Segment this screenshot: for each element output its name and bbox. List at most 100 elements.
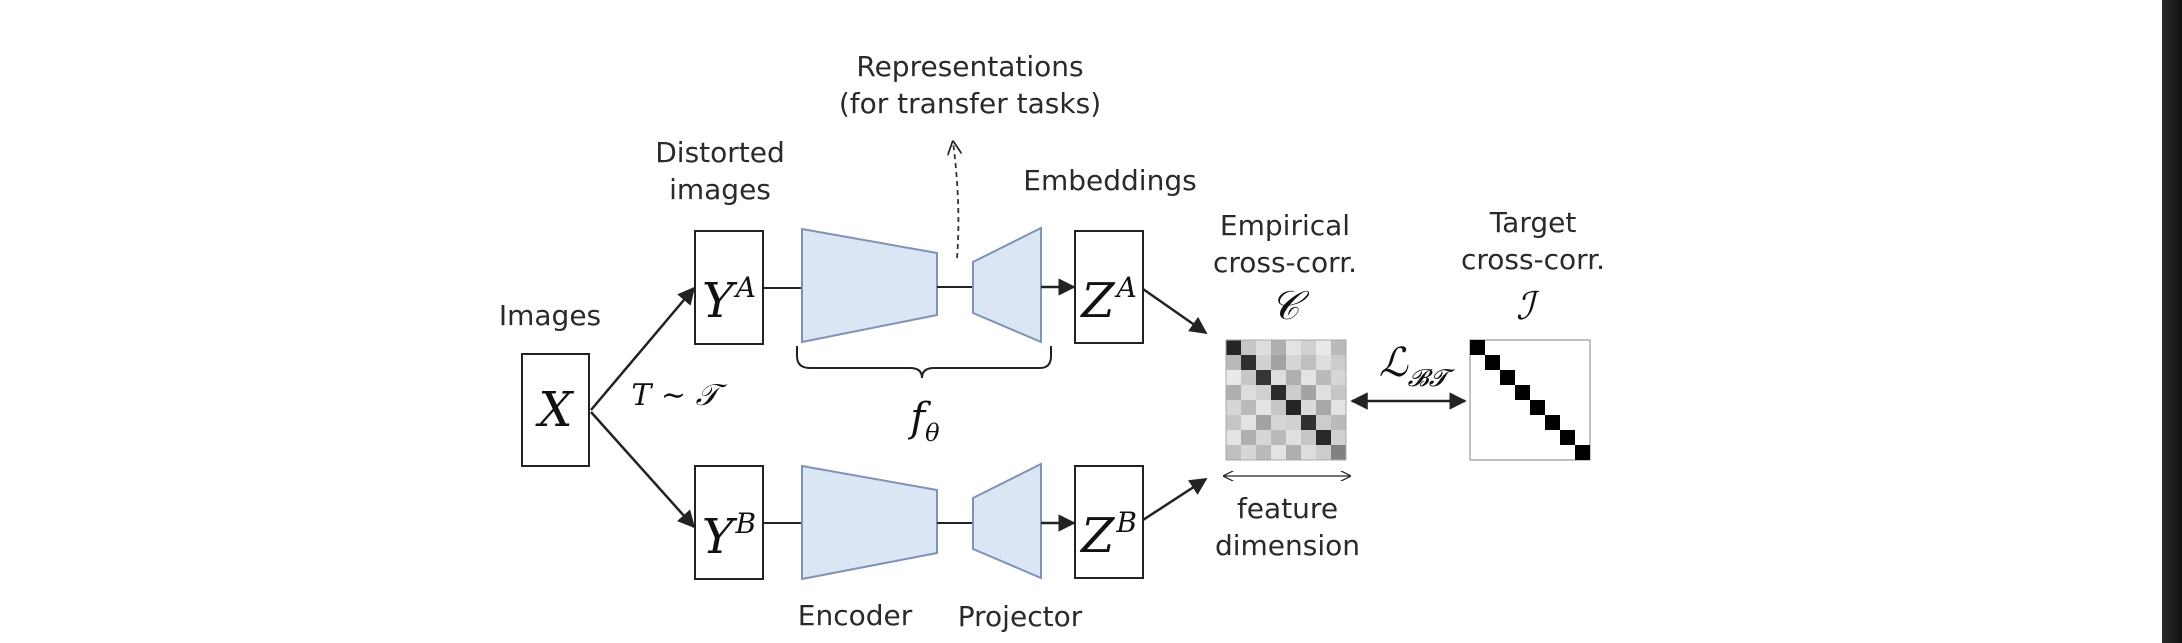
projector-a [972, 226, 1042, 344]
empirical-matrix-cell [1301, 355, 1316, 370]
empirical-matrix-cell [1316, 370, 1331, 385]
target-matrix-diagonal-cell [1500, 370, 1515, 385]
empirical-matrix-cell [1241, 400, 1256, 415]
empirical-matrix-cell [1256, 370, 1271, 385]
empirical-matrix-cell [1286, 400, 1301, 415]
yb-symbol: YB [695, 496, 763, 565]
za-sup: A [1116, 271, 1137, 304]
empirical-line2: cross-corr. [1212, 246, 1358, 279]
empirical-matrix-cell [1301, 340, 1316, 355]
loss-sub: 𝓑𝓣 [1407, 364, 1448, 392]
empirical-matrix-border [1225, 339, 1347, 461]
empirical-line1: Empirical [1219, 209, 1351, 242]
f-theta-brace [796, 346, 1052, 379]
f-theta-symbol: fθ [880, 394, 970, 457]
distorted-image-b-box [694, 465, 764, 580]
empirical-matrix-cell [1301, 385, 1316, 400]
empirical-matrix-cell [1316, 340, 1331, 355]
empirical-matrix-cell [1226, 415, 1241, 430]
empirical-matrix-cell [1226, 385, 1241, 400]
f-base: f [910, 395, 926, 441]
empirical-matrix-cell [1286, 355, 1301, 370]
f-sub: θ [925, 419, 940, 447]
empirical-matrix-cell [1286, 370, 1301, 385]
empirical-matrix-cell [1226, 355, 1241, 370]
encoder-b [801, 464, 938, 581]
projector-label: Projector [957, 600, 1083, 633]
distorted-line2: images [669, 173, 771, 206]
images-label: Images [498, 299, 602, 332]
empirical-matrix-cell [1316, 400, 1331, 415]
representations-dashed-arrow [953, 142, 958, 259]
distorted-line1: Distorted [655, 136, 785, 169]
target-label: Target cross-corr. [1448, 204, 1618, 278]
arrow-za-to-corr [1142, 287, 1208, 335]
empirical-matrix-cell [1256, 355, 1271, 370]
ya-symbol: YA [695, 260, 763, 329]
ya-sup: A [735, 271, 756, 304]
empirical-matrix-cell [1286, 385, 1301, 400]
empirical-matrix-cell [1241, 340, 1256, 355]
empirical-matrix-cell [1271, 415, 1286, 430]
embedding-b-box [1074, 465, 1144, 579]
representations-line2: (for transfer tasks) [838, 87, 1102, 120]
target-line2: cross-corr. [1460, 243, 1606, 276]
i-symbol: ℐ [1516, 284, 1534, 328]
empirical-matrix-cell [1331, 340, 1346, 355]
empirical-matrix-cell [1331, 370, 1346, 385]
yb-sup: B [735, 507, 757, 540]
target-matrix-diagonal-cell [1485, 355, 1500, 370]
empirical-matrix-cell [1286, 430, 1301, 445]
projector-b [972, 462, 1042, 580]
embeddings-label: Embeddings [1023, 164, 1197, 197]
arrow-zb-to-corr [1142, 477, 1208, 522]
empirical-matrix-cell [1316, 355, 1331, 370]
empirical-matrix-cell [1226, 445, 1241, 460]
empirical-matrix-cell [1271, 400, 1286, 415]
zb-base: Z [1081, 508, 1115, 564]
empirical-matrix-cell [1301, 370, 1316, 385]
empirical-matrix-cell [1256, 400, 1271, 415]
empirical-matrix-cell [1256, 340, 1271, 355]
empirical-matrix-cell [1331, 430, 1346, 445]
empirical-matrix-cell [1301, 430, 1316, 445]
feature-line1: feature [1236, 492, 1339, 525]
encoder-label: Encoder [797, 599, 913, 632]
empirical-matrix-cell [1226, 370, 1241, 385]
empirical-matrix-cell [1286, 415, 1301, 430]
distorted-images-label: Distorted images [640, 134, 800, 208]
empirical-matrix-cell [1301, 445, 1316, 460]
empirical-matrix-cell [1271, 370, 1286, 385]
empirical-matrix-cell [1271, 445, 1286, 460]
window-edge [2162, 0, 2182, 643]
empirical-matrix-cell [1256, 385, 1271, 400]
representations-label: Representations (for transfer tasks) [820, 48, 1120, 122]
empirical-matrix-cell [1241, 385, 1256, 400]
empirical-matrix-cell [1226, 400, 1241, 415]
target-matrix-diagonal-cell [1515, 385, 1530, 400]
empirical-matrix-cell [1256, 430, 1271, 445]
empirical-matrix-cell [1241, 370, 1256, 385]
empirical-matrix-cell [1331, 400, 1346, 415]
arrow-x-to-yb [590, 411, 696, 529]
empirical-matrix-cell [1241, 445, 1256, 460]
empirical-matrix-cell [1226, 340, 1241, 355]
arrow-x-to-ya [590, 286, 696, 411]
encoder-a [801, 227, 938, 344]
empirical-matrix-cell [1331, 385, 1346, 400]
embedding-a-box [1074, 230, 1144, 344]
distorted-image-a-box [694, 230, 764, 345]
zb-sup: B [1116, 506, 1137, 539]
feature-line2: dimension [1214, 529, 1361, 562]
target-identity-matrix [1470, 340, 1590, 460]
empirical-matrix-cell [1241, 415, 1256, 430]
empirical-cross-correlation-matrix [1226, 340, 1346, 460]
target-matrix-diagonal-cell [1530, 400, 1545, 415]
empirical-matrix-cell [1331, 415, 1346, 430]
empirical-matrix-cell [1256, 415, 1271, 430]
empirical-matrix-cell [1316, 385, 1331, 400]
target-line1: Target [1489, 206, 1577, 239]
target-matrix-diagonal-cell [1560, 430, 1575, 445]
empirical-matrix-cell [1286, 340, 1301, 355]
representations-line1: Representations [856, 50, 1084, 83]
